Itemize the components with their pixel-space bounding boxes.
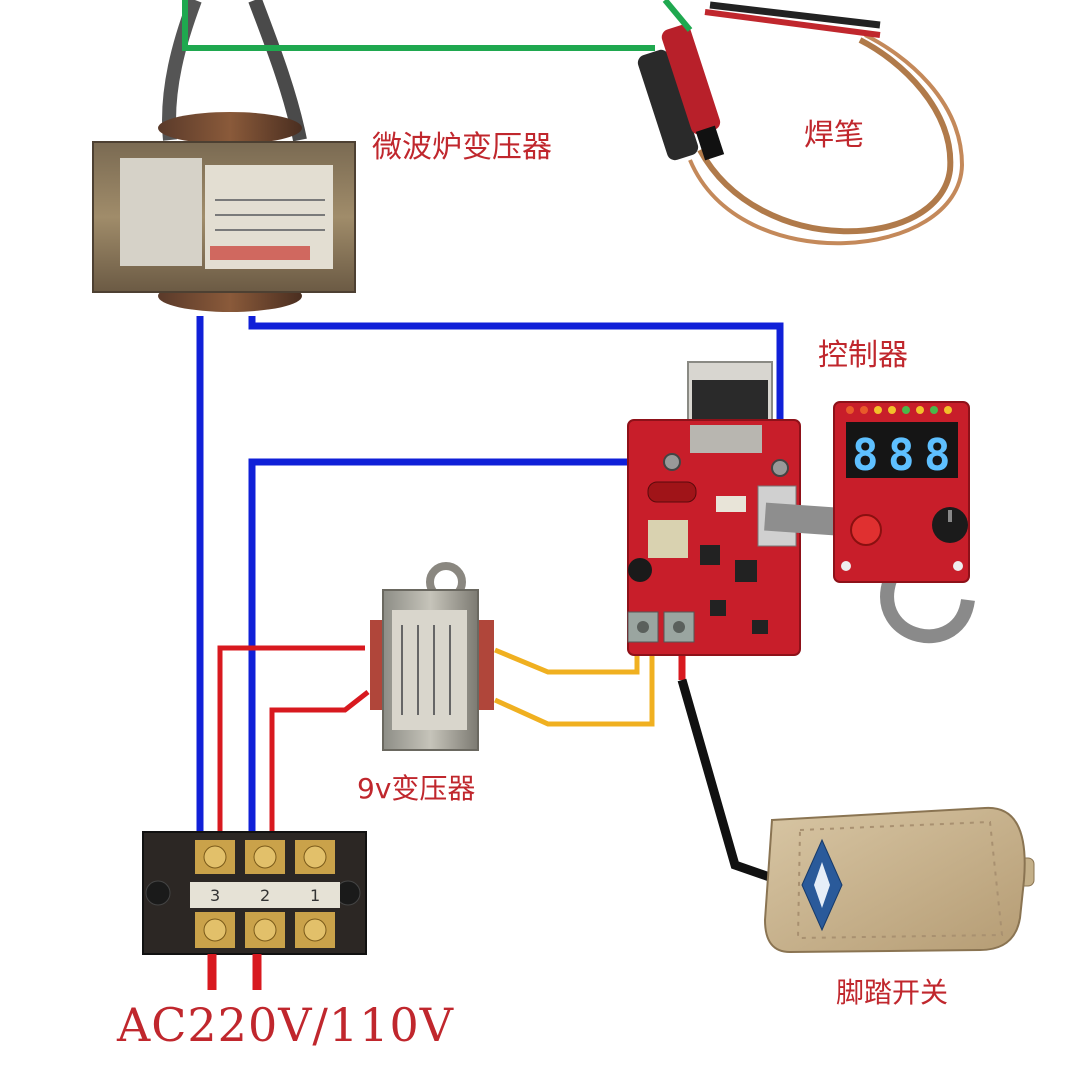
led-row [846,406,952,414]
terminal-number-1: 1 [310,886,320,905]
label-microwave-transformer: 微波炉变压器 [372,130,552,165]
led-display-icon: 8 8 8 [833,401,975,644]
display-digit-3: 8 [924,430,951,481]
terminal-number-2: 2 [260,886,270,905]
wire-black [677,640,780,885]
welding-pen-icon [637,1,965,246]
label-foot-switch: 脚踏开关 [836,976,949,1009]
terminal-number-3: 3 [210,886,220,905]
terminal-block-icon: 3 2 1 [142,831,367,955]
label-ac-input: AC220V/110V [117,998,454,1052]
adjust-knob[interactable] [932,507,968,543]
label-welding-pen: 焊笔 [804,118,864,153]
label-9v-transformer: 9v变压器 [357,772,476,805]
foot-pedal-icon [763,806,1035,954]
ac-input-leads [207,954,262,990]
pcb-icon [627,361,836,656]
display-digit-2: 8 [888,430,915,481]
small-transformer-icon [370,562,494,751]
trigger-button[interactable] [850,514,882,546]
label-controller: 控制器 [818,338,908,373]
wire-blue [196,316,784,860]
transformer-icon [92,0,356,312]
wire-green [182,0,693,51]
display-digit-1: 8 [852,430,879,481]
wire-red [217,645,370,862]
